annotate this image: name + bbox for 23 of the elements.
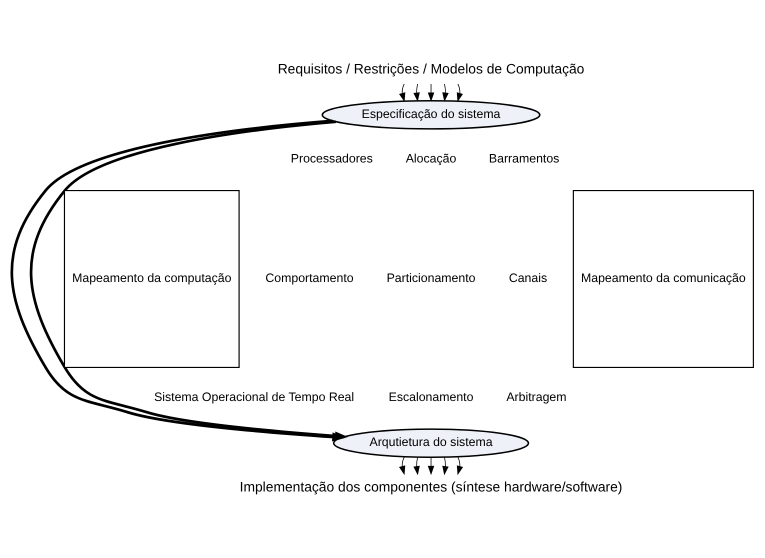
- node-box: Mapeamento da computação: [64, 190, 240, 368]
- node-text: Requisitos / Restrições / Modelos de Computação: [278, 60, 584, 76]
- node-text: Implementação dos componentes (síntese hardware/software): [240, 478, 622, 494]
- arrow: [442, 456, 449, 476]
- label: Processadores: [290, 152, 373, 166]
- label: Canais: [508, 270, 548, 285]
- arrow: [399, 84, 406, 102]
- label: Sistema Operacional de Tempo Real: [154, 390, 354, 404]
- arrow: [456, 84, 464, 102]
- node-ellipse: Especificação do sistema: [322, 100, 541, 130]
- arrow: [399, 456, 406, 476]
- label: Alocação: [406, 152, 456, 166]
- arrow: [456, 456, 464, 476]
- arrow: [428, 457, 434, 476]
- arrow: [413, 456, 420, 476]
- label: Particionamento: [386, 270, 476, 285]
- label: Barramentos: [488, 152, 560, 166]
- arrow: [442, 84, 449, 102]
- label: Comportamento: [265, 270, 354, 285]
- arrow: [428, 84, 434, 102]
- label: Escalonamento: [388, 390, 474, 404]
- node-box: Mapeamento da comunicação: [572, 190, 754, 368]
- label: Arbitragem: [506, 390, 567, 404]
